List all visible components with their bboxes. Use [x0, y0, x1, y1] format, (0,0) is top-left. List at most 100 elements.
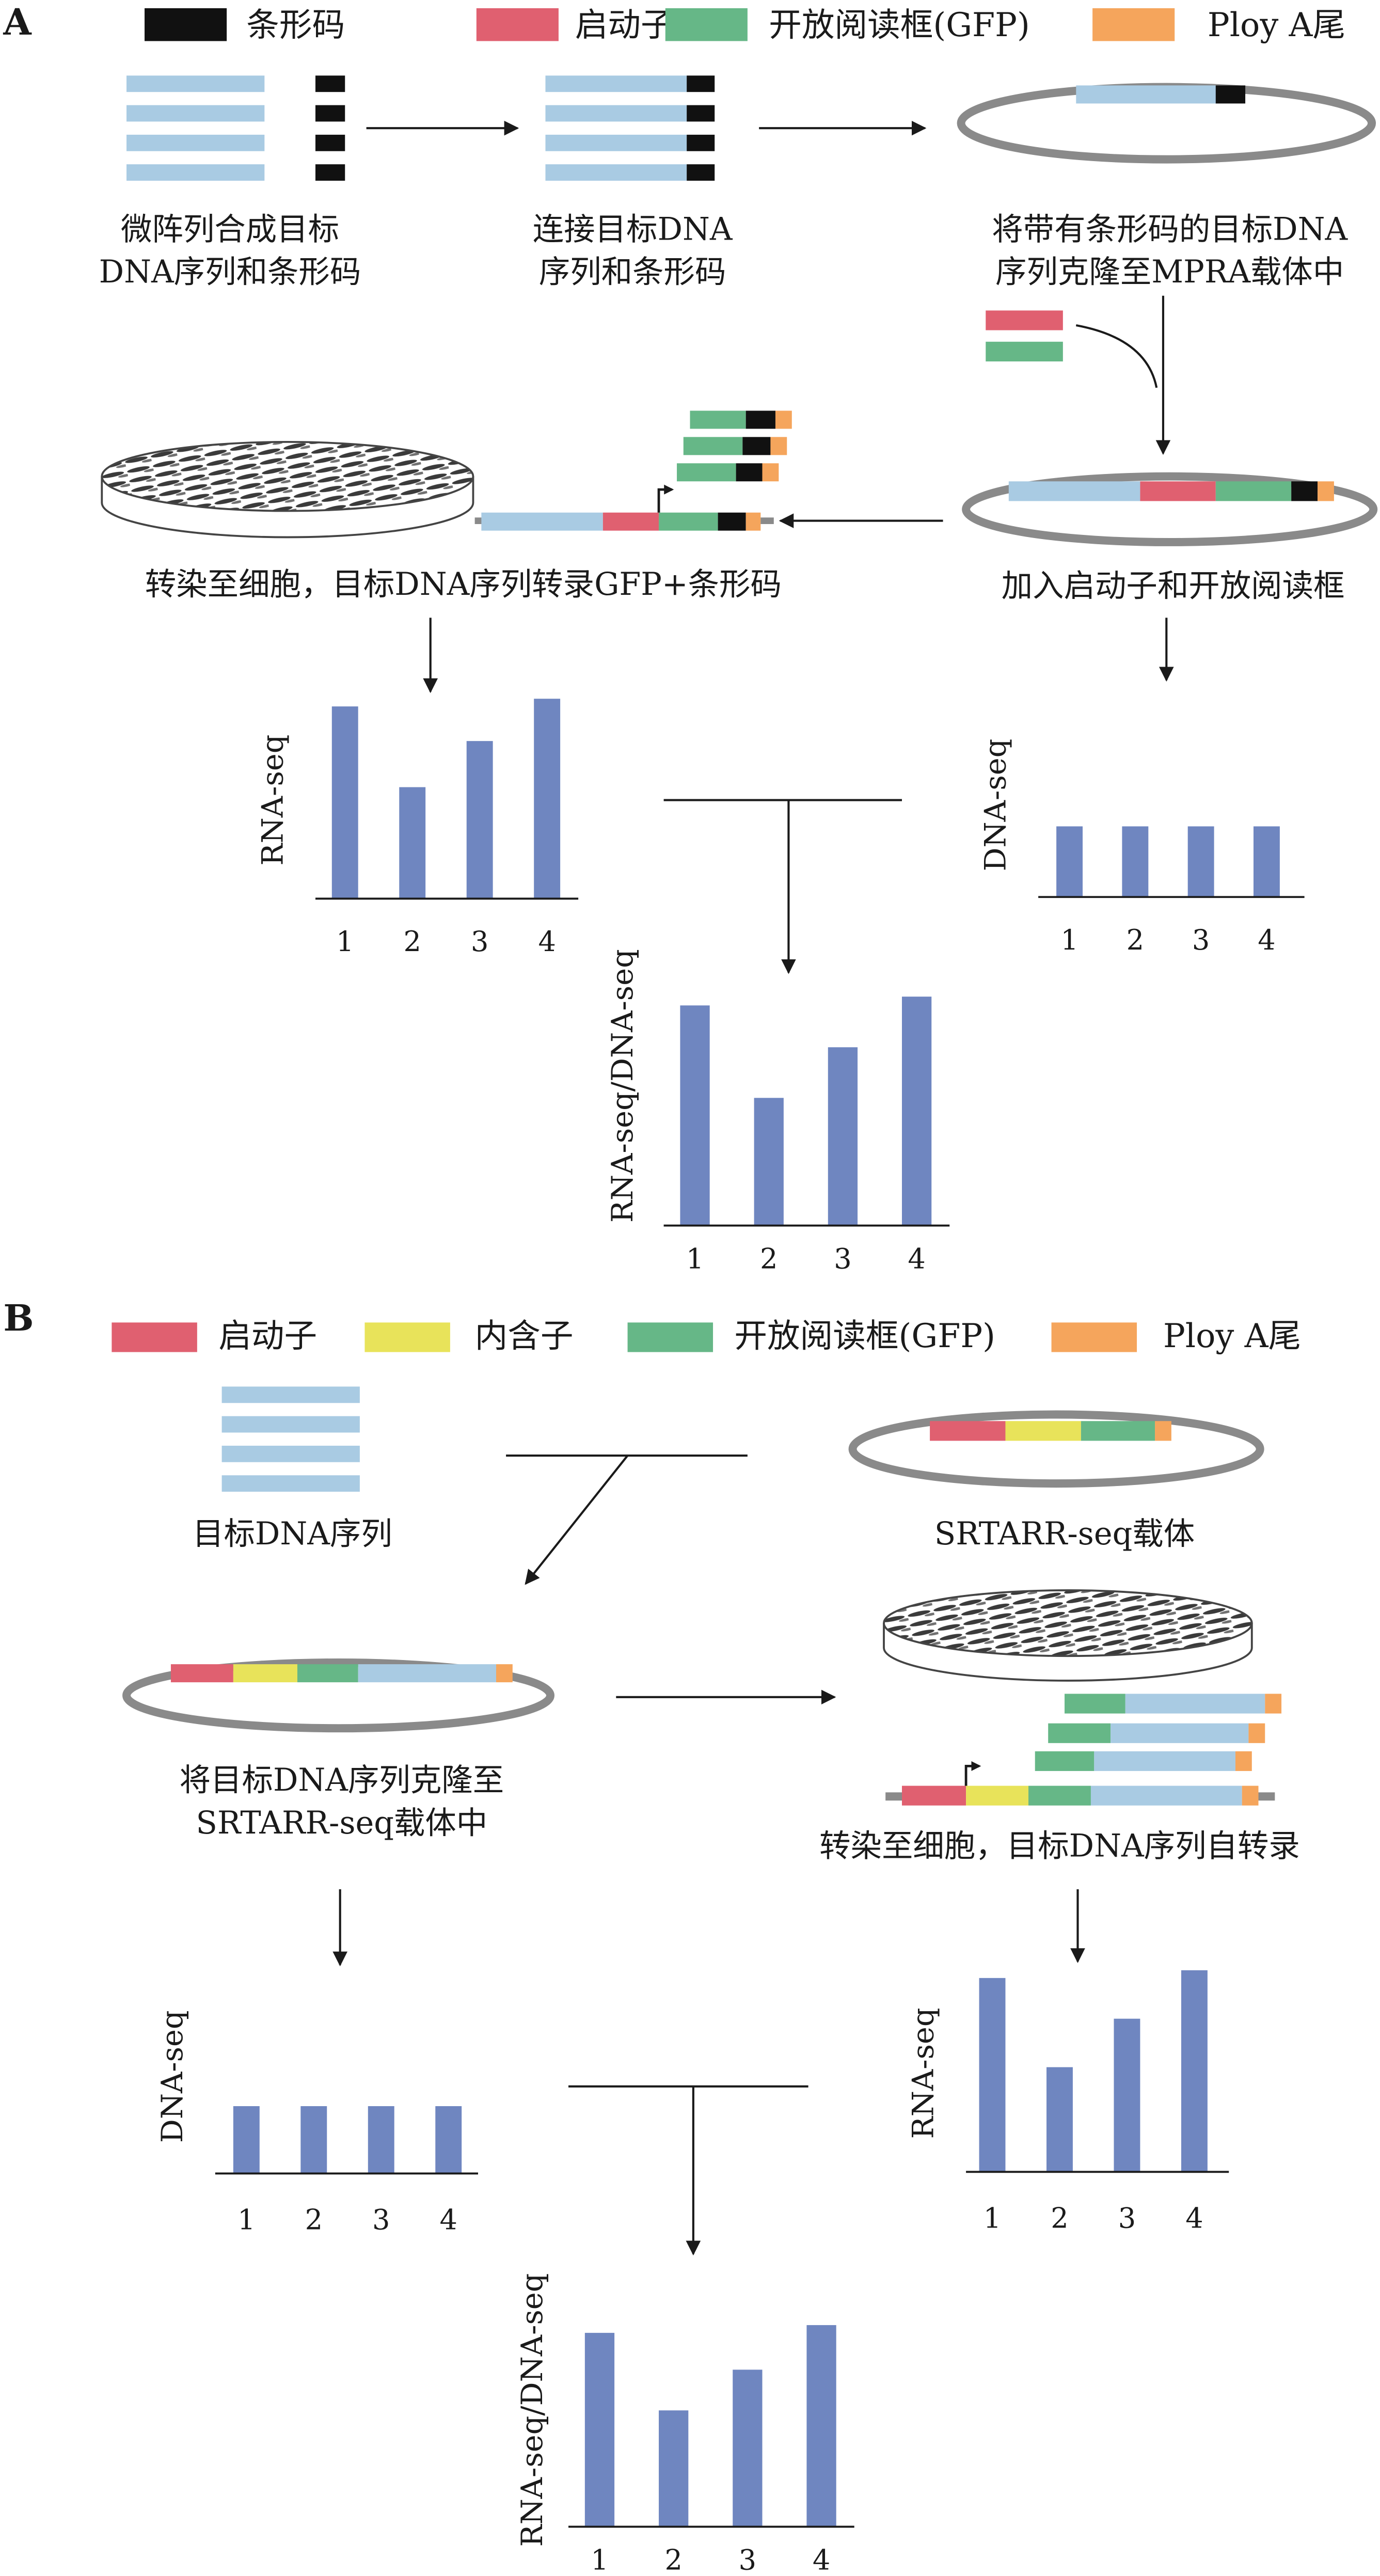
caption-transfect-a: 转染至细胞，目标DNA序列转录GFP+条形码 — [145, 566, 782, 603]
legend-swatch-barcode — [145, 8, 227, 41]
legend-label-polya-b: Ploy A尾 — [1163, 1317, 1301, 1355]
legend-label-polya: Ploy A尾 — [1208, 6, 1345, 44]
x-tick-label: 3 — [372, 2204, 390, 2236]
bar-2 — [659, 2410, 689, 2527]
insert-promoter-fragment — [986, 310, 1063, 330]
caption-add-promoter: 加入启动子和开放阅读框 — [1002, 568, 1345, 604]
x-tick-label: 2 — [305, 2204, 323, 2236]
bar-4 — [435, 2106, 462, 2174]
panel-b-label: B — [3, 1297, 34, 1339]
srtarr-seq-vector — [848, 1410, 1264, 1488]
caption-ligation-2: 序列和条形码 — [539, 254, 726, 290]
legend-label-orf: 开放阅读框(GFP) — [769, 6, 1030, 44]
petri-dish-b — [883, 1589, 1253, 1682]
caption-srtarr-vector: SRTARR-seq载体 — [934, 1516, 1195, 1552]
bar-3 — [368, 2106, 394, 2174]
caption-cloning-b-1: 将目标DNA序列克隆至 — [180, 1762, 504, 1798]
legend-swatch-intron — [364, 1322, 450, 1352]
x-tick-label: 1 — [237, 2204, 255, 2236]
x-tick-label: 1 — [984, 2202, 1001, 2234]
bar-4 — [806, 2325, 836, 2527]
bar-3 — [733, 2369, 763, 2527]
bar-4 — [1253, 826, 1280, 897]
legend-swatch-orf-b — [627, 1322, 713, 1352]
y-axis-label: RNA-seq — [906, 2008, 940, 2139]
panel-a-label: A — [3, 1, 32, 43]
bar-4 — [534, 699, 561, 899]
x-tick-label: 2 — [760, 1242, 778, 1275]
bar-1 — [584, 2333, 615, 2527]
chart-ratio-b: 1 2 3 4 RNA-seq/DNA-seq — [515, 2273, 854, 2576]
legend-swatch-promoter — [476, 8, 559, 41]
x-tick-label: 3 — [739, 2543, 756, 2576]
bar-4 — [901, 997, 932, 1226]
x-tick-label: 3 — [1192, 924, 1210, 956]
x-tick-label: 3 — [1118, 2202, 1136, 2234]
x-tick-label: 2 — [404, 925, 421, 958]
chart-dna-seq-b: 1 2 3 4 DNA-seq — [155, 2010, 479, 2236]
caption-cloning-2: 序列克隆至MPRA载体中 — [995, 254, 1344, 290]
mpra-vector-with-barcode — [957, 83, 1376, 164]
legend-label-intron: 内含子 — [475, 1317, 574, 1355]
x-tick-label: 4 — [538, 925, 556, 958]
caption-cloning-1: 将带有条形码的目标DNA — [992, 212, 1348, 248]
x-tick-label: 1 — [1060, 924, 1078, 956]
x-tick-label: 2 — [1127, 924, 1144, 956]
legend-label-barcode: 条形码 — [246, 6, 345, 44]
caption-ligation-1: 连接目标DNA — [533, 212, 733, 248]
panel-b-legend: 启动子 内含子 开放阅读框(GFP) Ploy A尾 — [112, 1317, 1301, 1355]
x-tick-label: 4 — [908, 1242, 925, 1275]
x-tick-label: 3 — [834, 1242, 851, 1275]
legend-swatch-polya — [1092, 8, 1175, 41]
petri-dish-a — [101, 440, 474, 539]
chart-dna-seq-a: 1 2 3 4 DNA-seq — [978, 739, 1305, 956]
x-tick-label: 1 — [336, 925, 354, 958]
bar-1 — [680, 1005, 710, 1226]
y-axis-label: RNA-seq — [255, 735, 290, 866]
x-tick-label: 4 — [813, 2543, 830, 2576]
legend-swatch-orf — [665, 8, 748, 41]
integrated-construct-a — [474, 484, 774, 531]
legend-label-orf-b: 开放阅读框(GFP) — [734, 1317, 995, 1355]
x-tick-label: 4 — [1258, 924, 1275, 956]
self-transcripts-b — [1035, 1694, 1282, 1771]
caption-synthesis-1: 微阵列合成目标 — [121, 212, 339, 248]
y-axis-label: DNA-seq — [155, 2010, 189, 2143]
srtarr-vector-cloned — [122, 1658, 554, 1733]
x-tick-label: 1 — [686, 1242, 704, 1275]
x-tick-label: 3 — [471, 925, 488, 958]
bar-4 — [1181, 1970, 1208, 2172]
legend-label-promoter: 启动子 — [575, 6, 674, 44]
x-tick-label: 1 — [591, 2543, 608, 2576]
bar-2 — [1122, 826, 1149, 897]
combine-arrow-b — [568, 2085, 808, 2256]
bar-3 — [1187, 826, 1214, 897]
x-tick-label: 4 — [1185, 2202, 1203, 2234]
x-tick-label: 2 — [664, 2543, 682, 2576]
legend-swatch-promoter-b — [112, 1322, 197, 1352]
integrated-construct-b — [885, 1761, 1275, 1806]
target-dna-sequences — [221, 1386, 360, 1492]
panel-b: B 启动子 内含子 开放阅读框(GFP) Ploy A尾 目标DNA序列 — [3, 1297, 1301, 2576]
combine-arrow-a — [663, 799, 902, 974]
caption-transfect-b: 转染至细胞，目标DNA序列自转录 — [819, 1828, 1300, 1864]
caption-target-dna: 目标DNA序列 — [193, 1516, 392, 1552]
bar-2 — [1046, 2067, 1073, 2172]
chart-rna-seq-a: 1 2 3 4 RNA-seq — [255, 699, 579, 958]
bar-2 — [300, 2106, 327, 2174]
bar-3 — [828, 1047, 858, 1226]
gfp-barcode-transcripts — [677, 410, 792, 482]
bar-1 — [331, 706, 358, 899]
y-axis-label: DNA-seq — [978, 739, 1012, 872]
bar-2 — [399, 787, 426, 899]
y-axis-label: RNA-seq/DNA-seq — [515, 2273, 549, 2547]
mpra-vector-assembled — [962, 472, 1378, 546]
x-tick-label: 4 — [440, 2204, 457, 2236]
panel-a-legend: 条形码 启动子 开放阅读框(GFP) Ploy A尾 — [145, 6, 1345, 44]
bar-1 — [1056, 826, 1083, 897]
insert-orf-fragment — [986, 341, 1063, 361]
ligated-oligos — [545, 75, 715, 181]
